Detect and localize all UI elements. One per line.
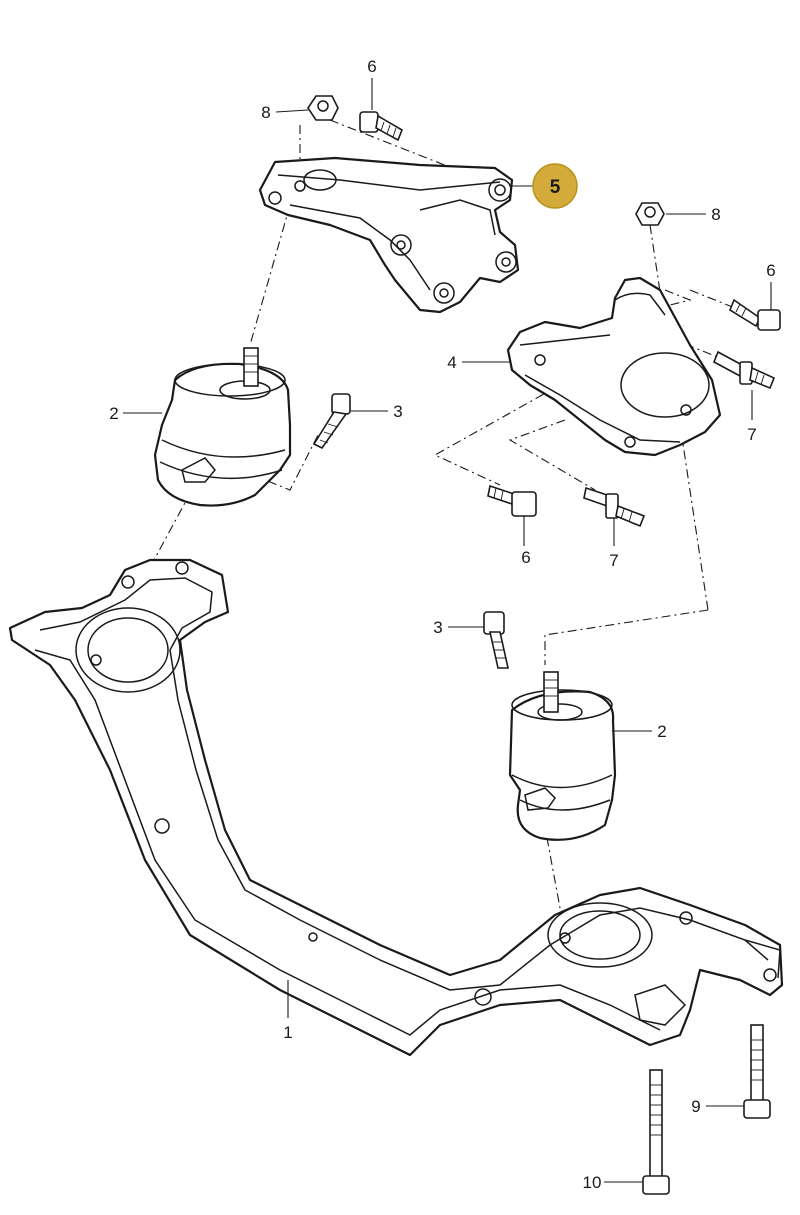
callout-5: 5 (550, 177, 561, 198)
nut-8-right (635, 202, 665, 226)
engine-mount-lower (508, 671, 617, 841)
bolt-9 (743, 1024, 771, 1119)
callout-4: 4 (447, 353, 456, 372)
bolt-6-right (729, 298, 781, 331)
bolt-3-upper (312, 393, 351, 450)
callout-6-lower: 6 (521, 548, 530, 567)
callout-3-lower: 3 (433, 618, 442, 637)
callout-8-right: 8 (711, 205, 720, 224)
callout-2-lower: 2 (657, 722, 666, 741)
callout-7-right: 7 (747, 425, 756, 444)
bolt-6-lower (487, 484, 537, 517)
callout-1: 1 (283, 1023, 292, 1042)
engine-bracket-upper (258, 156, 520, 314)
callout-7-lower: 7 (609, 551, 618, 570)
stud-7-right (712, 350, 776, 390)
callout-3-upper: 3 (393, 402, 402, 421)
callout-6-top: 6 (367, 57, 376, 76)
callout-8-left: 8 (261, 103, 270, 122)
engine-bracket-right (506, 276, 722, 457)
bolt-6-top (359, 111, 403, 142)
callout-6-right: 6 (766, 261, 775, 280)
stud-7-lower (583, 486, 646, 528)
callout-5-badge[interactable]: 5 (532, 163, 578, 209)
callout-9: 9 (691, 1097, 700, 1116)
callout-labels: 1 2 2 3 3 4 6 6 6 7 7 8 8 9 10 (109, 57, 775, 1192)
callout-10: 10 (583, 1173, 602, 1192)
leader-lines (123, 78, 772, 1183)
bolt-10 (642, 1069, 670, 1195)
badge-circle (532, 163, 578, 209)
engine-crossmember (8, 558, 784, 1057)
engine-mount-upper (153, 347, 292, 507)
nut-8-left (307, 95, 339, 121)
bolt-3-lower (483, 611, 509, 669)
callout-2-upper: 2 (109, 404, 118, 423)
